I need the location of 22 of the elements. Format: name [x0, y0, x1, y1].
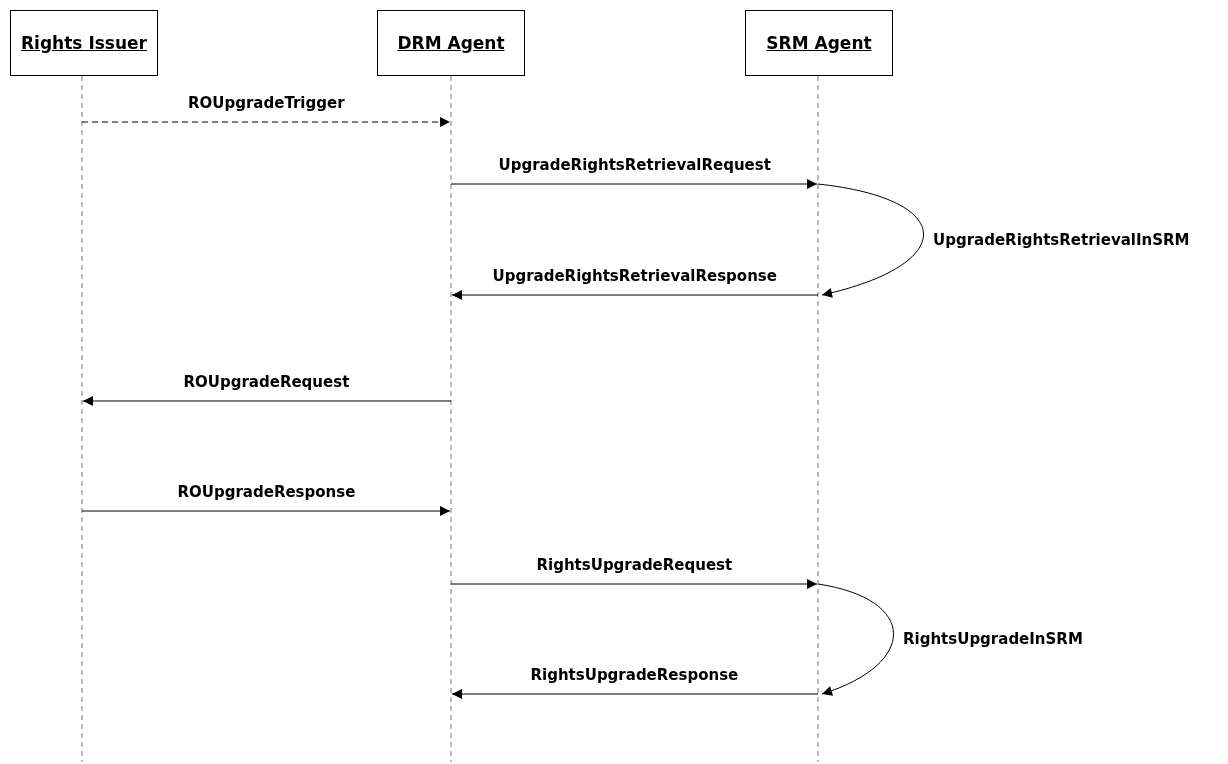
message-label: RightsUpgradeRequest: [536, 556, 733, 574]
message-arrow: [450, 579, 818, 589]
participant-lifeline: [10, 10, 158, 762]
participant-name: SRM Agent: [766, 32, 872, 54]
message-label: ROUpgradeTrigger: [188, 94, 345, 112]
message-arrow: [451, 689, 819, 699]
message-label: RightsUpgradeResponse: [530, 666, 739, 684]
message-arrow: [82, 396, 452, 406]
message-arrow: [81, 117, 451, 127]
message-arrow: [817, 583, 894, 696]
message-label: RightsUpgradeInSRM: [903, 630, 1083, 648]
participant-name: DRM Agent: [397, 32, 505, 54]
message-label: UpgradeRightsRetrievalResponse: [492, 267, 777, 285]
message-label: UpgradeRightsRetrievalInSRM: [933, 230, 1190, 249]
message-arrow: [451, 290, 819, 300]
participant-name: Rights Issuer: [21, 32, 147, 54]
message-label: ROUpgradeResponse: [177, 483, 356, 501]
message-arrow: [817, 183, 924, 298]
message-arrow: [81, 506, 451, 516]
message-arrow: [450, 179, 818, 189]
message-label: ROUpgradeRequest: [183, 373, 350, 391]
message-label: UpgradeRightsRetrievalRequest: [498, 156, 771, 174]
